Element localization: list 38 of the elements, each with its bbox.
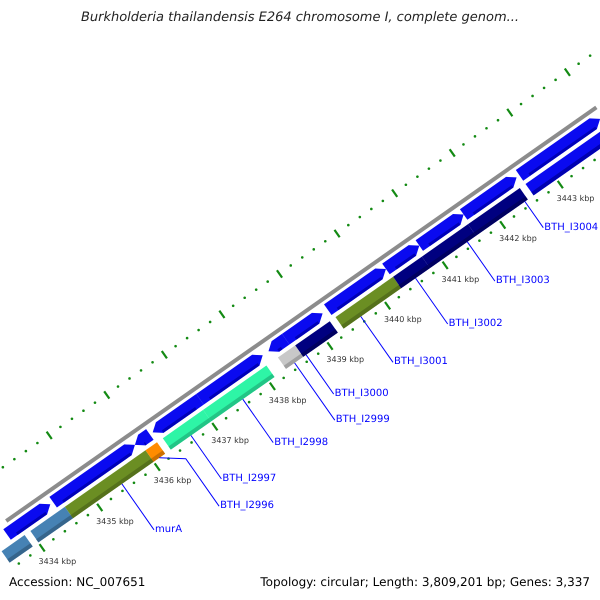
leader-line (360, 316, 394, 363)
position-label: 3437 kbp (211, 436, 249, 446)
gene-label: BTH_I2998 (274, 436, 328, 449)
leader-line (466, 241, 496, 282)
leader-line (158, 457, 220, 507)
gene-label: BTH_I3002 (448, 318, 503, 330)
gene-bar (162, 410, 212, 450)
gene-bar (422, 224, 476, 268)
gene-bar (295, 321, 338, 357)
leader-line (242, 398, 274, 444)
position-label: 3443 kbp (556, 194, 594, 204)
leader-line (190, 435, 222, 480)
position-label: 3439 kbp (326, 355, 364, 366)
leader-line (524, 201, 544, 228)
gene-bar (468, 188, 528, 236)
gene-label: BTH_I3001 (394, 356, 448, 368)
position-label: 3434 kbp (38, 557, 76, 568)
position-label: 3438 kbp (268, 396, 306, 406)
gene-label: murA (155, 524, 182, 536)
gene-bar (146, 442, 166, 462)
gene-label: BTH_I3000 (334, 388, 389, 400)
position-label: 3442 kbp (499, 234, 537, 244)
position-label: 3440 kbp (384, 315, 422, 326)
gene-bar (64, 450, 154, 518)
leader-line (294, 362, 336, 421)
genome-summary-text: Topology: circular; Length: 3,809,201 bp; Genes: 3,337 (260, 574, 590, 590)
gene-label: BTH_I2996 (220, 500, 274, 512)
position-label: 3436 kbp (154, 476, 192, 486)
position-label: 3441 kbp (442, 274, 480, 285)
gene-label: BTH_I3003 (496, 275, 550, 288)
leader-line (306, 354, 334, 395)
gene-bar (393, 256, 430, 288)
gene-label: BTH_I2997 (222, 472, 276, 485)
map-title: Burkholderia thailandensis E264 chromosome I, complete genom... (80, 9, 520, 27)
gene-label: BTH_I3004 (544, 222, 598, 234)
accession-text: Accession: NC_007651 (9, 574, 146, 590)
gene-label: BTH_I2999 (336, 414, 390, 426)
position-label: 3435 kbp (96, 516, 134, 527)
